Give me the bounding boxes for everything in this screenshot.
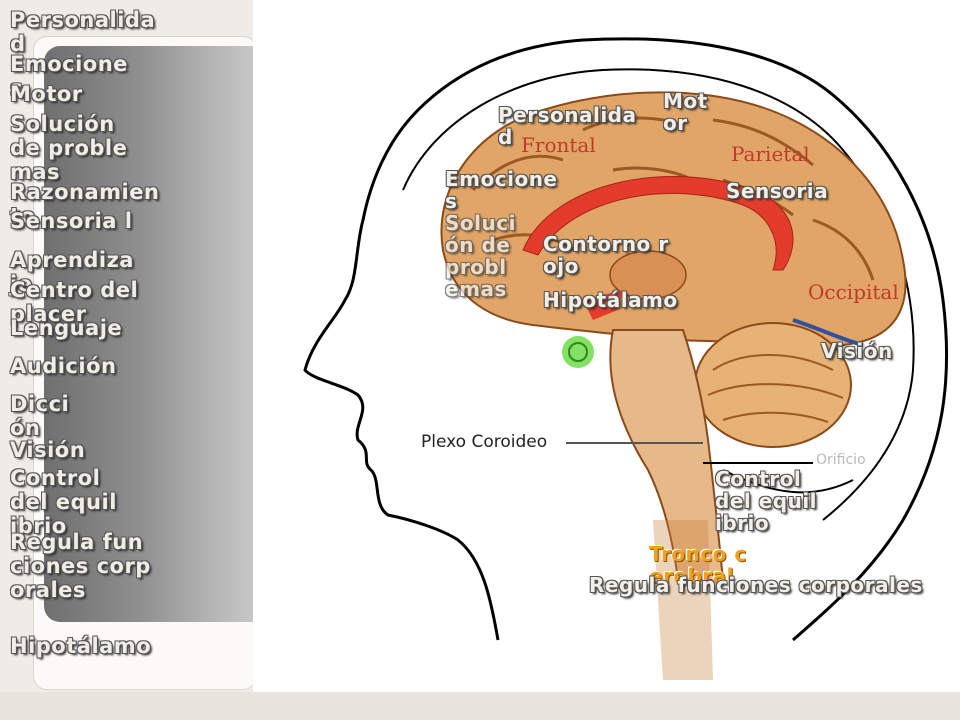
red-connector bbox=[583, 290, 623, 320]
diagram-area: Frontal Parietal Occipital Plexo Coroide… bbox=[253, 0, 960, 692]
hypothalamus-marker bbox=[562, 336, 594, 368]
printed-frontal: Frontal bbox=[521, 133, 596, 157]
label-vision: Visión bbox=[10, 438, 86, 462]
label-solucion-problemas: Solución de problemas bbox=[10, 112, 128, 184]
label-motor: Motor bbox=[10, 82, 83, 106]
overlay-contorno-rojo: Contorno rojo bbox=[543, 232, 669, 278]
label-aprendizaje: Aprendizaje bbox=[10, 248, 134, 296]
sidebar-gray-area bbox=[44, 46, 255, 622]
brainstem bbox=[609, 329, 725, 581]
printed-occipital: Occipital bbox=[808, 280, 899, 304]
overlay-hipotalamo: Hipotálamo bbox=[543, 288, 678, 312]
label-personalidad: Personalidad bbox=[10, 8, 156, 56]
label-sensorial: Sensoria l bbox=[10, 209, 133, 233]
overlay-emociones: Emociones bbox=[445, 167, 558, 213]
overlay-regula-funciones: Regula funciones corporales bbox=[589, 573, 923, 597]
overlay-motor: Motor bbox=[663, 89, 708, 135]
label-emociones: Emociones bbox=[10, 52, 128, 100]
overlay-solucion: Solución de problemas bbox=[445, 211, 516, 301]
thalamus bbox=[609, 250, 687, 300]
overlay-sensoria: Sensoria bbox=[726, 179, 829, 203]
printed-orificio: Orificio bbox=[816, 452, 866, 468]
overlay-personalidad: Personalidad bbox=[498, 103, 637, 149]
sidebar: Personalidad Emociones Motor Solución de… bbox=[0, 0, 257, 690]
label-razonamiento: Razonamiento bbox=[10, 180, 160, 228]
inner-head-outline bbox=[402, 68, 915, 521]
label-centro-placer: Centro del placer bbox=[10, 278, 139, 326]
printed-parietal: Parietal bbox=[731, 142, 810, 166]
overlay-tronco-cerebral: Tronco cerebral bbox=[649, 542, 747, 588]
cerebrum bbox=[440, 91, 907, 347]
label-control-equilibrio: Control del equilibrio bbox=[10, 466, 117, 538]
head-outline bbox=[303, 37, 949, 642]
overlay-vision: Visión bbox=[821, 339, 893, 363]
label-lenguaje: Lenguaje bbox=[10, 316, 123, 340]
label-diccion: Dicción bbox=[10, 392, 70, 440]
bottom-strip bbox=[0, 692, 960, 720]
printed-plexo-coroideo: Plexo Coroideo bbox=[421, 432, 548, 452]
brain-diagram bbox=[303, 37, 949, 680]
red-contour bbox=[522, 176, 794, 271]
overlay-control-equilibrio: Control del equilibrio bbox=[715, 467, 818, 535]
cerebellum-folds bbox=[707, 354, 844, 423]
label-regula-funciones: Regula funciones corporales bbox=[10, 530, 151, 602]
label-hipotalamo: Hipotálamo bbox=[10, 634, 152, 658]
label-audicion: Audición bbox=[10, 354, 117, 378]
spinal-cord bbox=[653, 520, 713, 680]
